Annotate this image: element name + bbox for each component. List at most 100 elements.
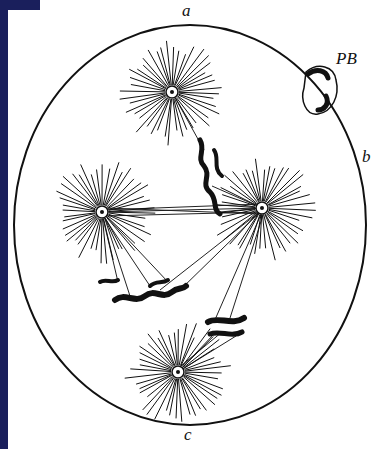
aster-ray [255, 159, 261, 201]
aster-ray [267, 213, 298, 243]
aster-ray [125, 373, 171, 378]
aster-ray [136, 374, 171, 384]
spindle-fiber [176, 332, 222, 370]
aster-ray [185, 358, 215, 370]
aster-ray [105, 218, 122, 249]
aster-ray [265, 167, 283, 201]
centriole [170, 90, 174, 94]
aster-ray [172, 47, 173, 85]
aster-ray [135, 96, 166, 114]
aster-ray [105, 172, 122, 206]
aster-ray [178, 329, 179, 365]
aster-ray [158, 338, 174, 366]
aster-ray [106, 168, 131, 206]
aster-ray [136, 97, 167, 132]
aster-ray [109, 212, 155, 214]
spindle-fiber [104, 216, 130, 296]
aster-ray [103, 219, 107, 264]
aster-ray [178, 96, 209, 118]
aster-ray [177, 55, 209, 87]
aster-ray [79, 218, 99, 257]
aster-ray [166, 41, 171, 85]
aster-ray [63, 214, 95, 221]
aster-ray [185, 374, 223, 388]
aster [125, 323, 231, 421]
slide-edge [0, 0, 8, 449]
centriole [176, 370, 180, 374]
aster-ray [218, 209, 255, 213]
centriole [100, 210, 104, 214]
aster-ray [73, 174, 98, 207]
aster-ray [221, 211, 256, 225]
spindle-fiber [160, 210, 262, 290]
aster-ray [67, 216, 97, 241]
aster-ray [174, 333, 177, 365]
aster-ray [181, 338, 194, 366]
aster-ray [221, 187, 256, 204]
aster-ray [107, 179, 134, 207]
polar-body [303, 66, 337, 114]
aster-ray [140, 353, 172, 369]
aster-ray [181, 378, 196, 415]
aster-ray [176, 379, 178, 418]
aster-ray [265, 214, 280, 248]
centrosome [166, 86, 178, 98]
aster [56, 162, 155, 263]
centrosome [96, 206, 108, 218]
aster [120, 41, 222, 145]
aster-ray [64, 213, 95, 217]
aster-ray [264, 215, 276, 260]
aster-ray [184, 349, 214, 368]
aster-ray [174, 99, 183, 137]
aster-ray [143, 377, 174, 410]
aster-ray [102, 164, 103, 205]
aster-ray [75, 217, 97, 240]
aster-ray [179, 88, 222, 92]
aster-ray [177, 97, 209, 126]
aster-ray [151, 98, 169, 134]
part-label: PB [334, 50, 359, 69]
aster-ray [148, 343, 173, 367]
asters [56, 41, 315, 422]
centrosome [172, 366, 184, 378]
spindle-fiber [102, 214, 118, 282]
aster-ray [185, 372, 222, 374]
spindle-fiber [102, 214, 150, 286]
spindle-fiber [178, 336, 236, 372]
chromosomes [100, 140, 244, 334]
aster-ray [269, 208, 316, 210]
aster-ray [120, 91, 165, 93]
aster-ray [238, 214, 258, 245]
aster-ray [91, 219, 100, 249]
spindle-fiber [214, 212, 262, 322]
aster-ray [268, 191, 299, 205]
aster-ray [104, 219, 114, 260]
part-label: c [182, 426, 194, 445]
centriole [260, 206, 264, 210]
spindle-fibers [102, 92, 264, 372]
aster-ray [176, 49, 204, 86]
spindle-fiber [178, 210, 262, 292]
aster-ray [185, 366, 231, 371]
aster-ray [269, 209, 312, 218]
aster-ray [107, 217, 135, 244]
aster-ray [182, 378, 206, 411]
spindle-fiber [230, 212, 264, 318]
aster-ray [155, 378, 175, 419]
aster-ray [180, 379, 190, 415]
slide-edge [0, 0, 40, 10]
centrosome [256, 202, 268, 214]
aster-ray [159, 330, 175, 365]
aster-ray [101, 219, 103, 263]
aster-ray [179, 379, 182, 422]
cell-membrane [14, 25, 366, 425]
aster-ray [173, 99, 177, 131]
aster-ray [178, 63, 211, 88]
aster-ray [97, 169, 102, 205]
aster-ray [230, 213, 258, 244]
aster-ray [269, 203, 315, 207]
aster-ray [120, 93, 165, 99]
aster-ray [63, 176, 97, 207]
